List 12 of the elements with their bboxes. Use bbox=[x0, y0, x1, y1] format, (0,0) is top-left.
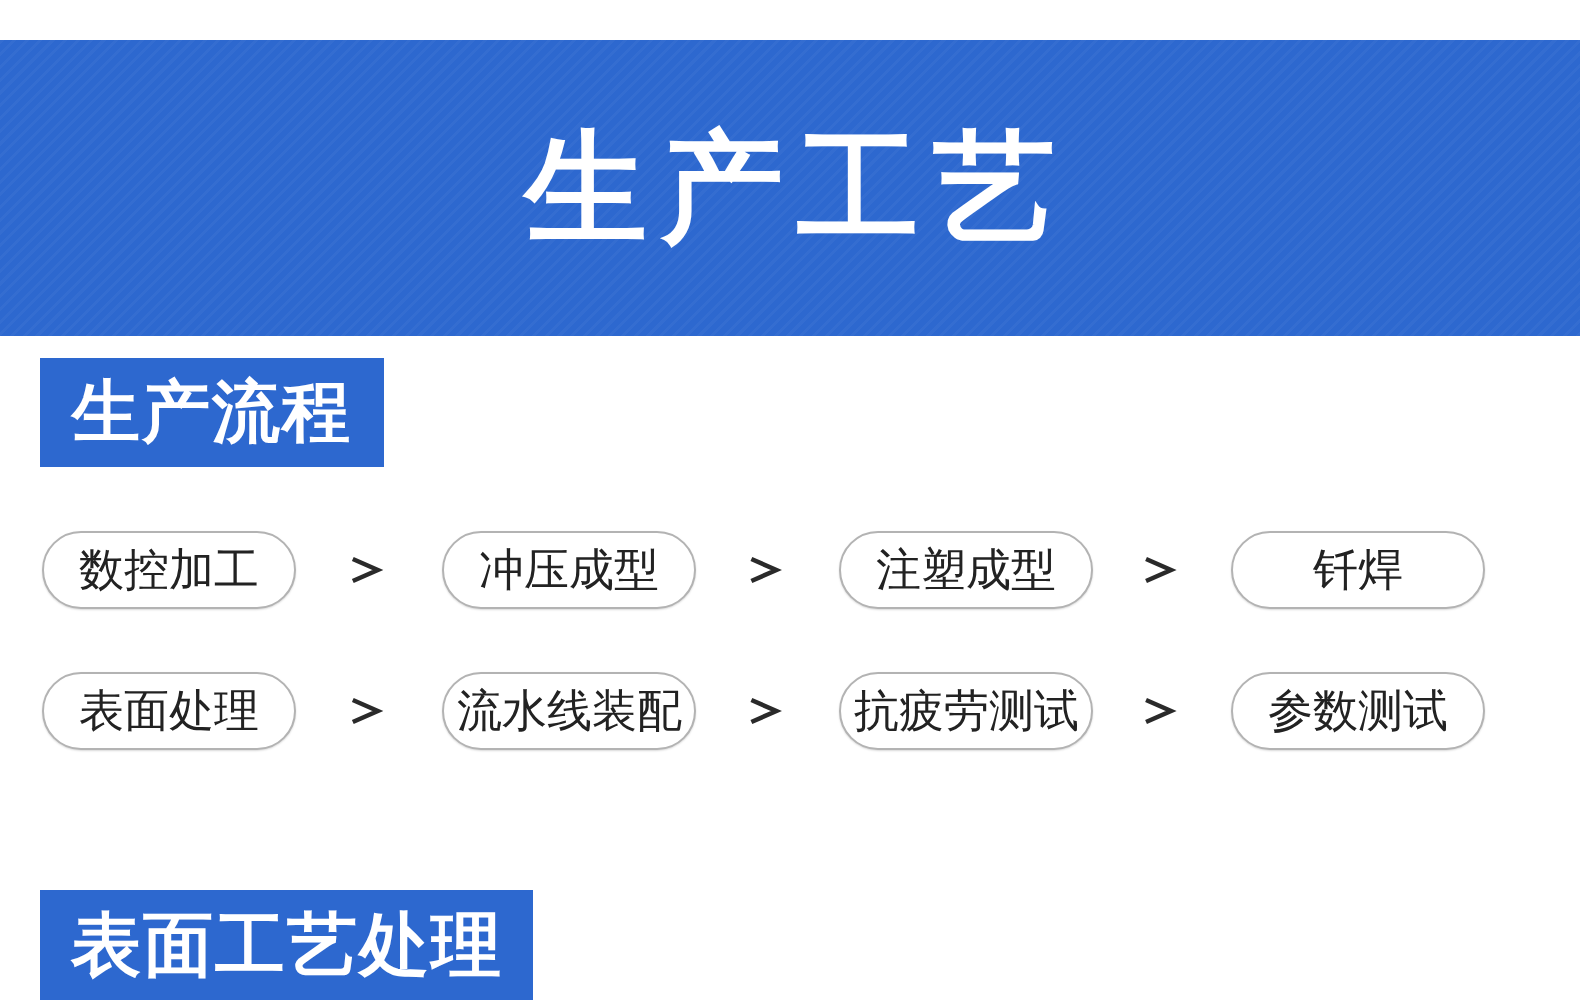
step-label: 流水线装配 bbox=[456, 686, 682, 736]
step-label: 数控加工 bbox=[79, 545, 259, 595]
step-label: 注塑成型 bbox=[876, 545, 1056, 595]
step-label: 冲压成型 bbox=[479, 545, 659, 595]
step-label: 抗疲劳测试 bbox=[853, 686, 1079, 736]
section-heading: 表面工艺处理 bbox=[70, 906, 503, 984]
step-label: 参数测试 bbox=[1268, 686, 1448, 736]
step-label: 钎焊 bbox=[1313, 545, 1403, 595]
section-heading-bar bbox=[40, 358, 384, 467]
step-label: 表面处理 bbox=[79, 686, 259, 736]
section-heading-bar bbox=[40, 890, 533, 1000]
section-heading: 生产流程 bbox=[72, 375, 352, 450]
